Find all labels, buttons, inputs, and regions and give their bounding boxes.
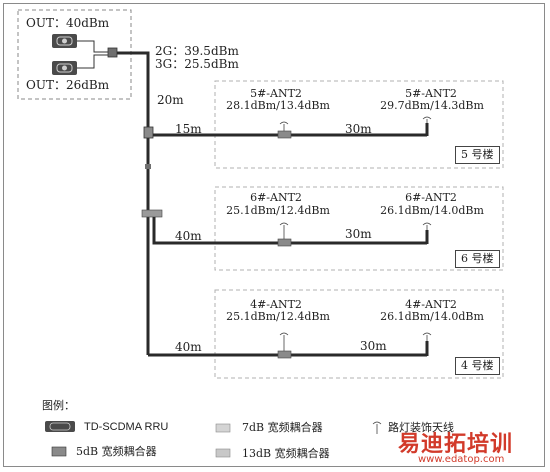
legend-5db-label: 5dB 宽频耦合器 xyxy=(76,445,157,458)
cable-trunk-length: 20m xyxy=(157,93,184,107)
antenna-icon-b6-2 xyxy=(422,222,432,230)
legend-antenna-label: 路灯装饰天线 xyxy=(388,421,454,434)
cable-b5-second-length: 30m xyxy=(345,122,372,136)
antenna-icon-b4-1 xyxy=(279,332,289,351)
combiner xyxy=(107,47,118,58)
cable-b6-second-length: 30m xyxy=(345,227,372,241)
antenna-icon-b5-1 xyxy=(279,121,289,131)
b6-ant1-power: 25.1dBm/12.4dBm xyxy=(226,204,330,217)
b6-ant1-name: 6#-ANT2 xyxy=(250,191,302,204)
antenna-icon-b4-2 xyxy=(422,332,432,341)
rru-bottom-icon xyxy=(52,61,77,75)
building-4-label: 4 号楼 xyxy=(455,357,500,375)
rru-top-icon xyxy=(52,34,77,48)
trunk-cable xyxy=(117,51,150,355)
rru-bottom-feed xyxy=(77,54,108,69)
building-5-box xyxy=(214,80,504,169)
diagram-frame xyxy=(3,3,545,467)
b5-ant1-power: 28.1dBm/13.4dBm xyxy=(226,99,330,112)
coupler-b4-mid xyxy=(277,350,292,359)
legend-5db-icon xyxy=(51,446,67,457)
coupler-b6-mid xyxy=(277,238,292,247)
legend-rru-label: TD-SCDMA RRU xyxy=(84,421,169,433)
cable-b4-second-length: 30m xyxy=(360,339,387,353)
b5-ant2-name: 5#-ANT2 xyxy=(405,87,457,100)
b6-ant2-power: 26.1dBm/14.0dBm xyxy=(380,204,484,217)
rru-top-label: OUT：40dBm xyxy=(26,16,110,30)
legend-13db-icon xyxy=(215,448,231,458)
legend-rru-icon xyxy=(45,421,75,432)
antenna-icon-b5-2 xyxy=(422,116,432,123)
watermark-brand: 易迪拓培训 xyxy=(398,432,514,457)
building-6-label: 6 号楼 xyxy=(455,250,500,268)
watermark-url: www.edatop.com xyxy=(418,454,505,465)
legend-7db-icon xyxy=(215,423,231,433)
b4-ant1-name: 4#-ANT2 xyxy=(250,298,302,311)
cable-b4-first-length: 40m xyxy=(175,340,202,354)
b4-ant2-name: 4#-ANT2 xyxy=(405,298,457,311)
b4-ant1-power: 25.1dBm/12.4dBm xyxy=(226,310,330,323)
b5-ant2-power: 29.7dBm/14.3dBm xyxy=(380,99,484,112)
cable-b6-first-length: 40m xyxy=(175,229,202,243)
output-3g-label: 3G：25.5dBm xyxy=(155,57,239,71)
antenna-icon-b6-1 xyxy=(279,222,289,239)
building-6-box xyxy=(214,186,504,271)
output-2g-label: 2G：39.5dBm xyxy=(155,44,239,58)
b5-ant1-name: 5#-ANT2 xyxy=(250,87,302,100)
building-5-label: 5 号楼 xyxy=(455,146,500,164)
rru-top-feed xyxy=(77,40,108,53)
legend-7db-label: 7dB 宽频耦合器 xyxy=(242,421,323,434)
building-4-box xyxy=(214,289,504,379)
trunk-marker xyxy=(145,164,151,169)
b4-ant2-power: 26.1dBm/14.0dBm xyxy=(380,310,484,323)
rru-bottom-label: OUT：26dBm xyxy=(26,78,110,92)
legend-13db-label: 13dB 宽频耦合器 xyxy=(242,447,330,460)
coupler-b6 xyxy=(141,209,163,218)
legend-title: 图例： xyxy=(42,399,75,412)
coupler-b5-mid xyxy=(277,130,292,139)
cable-b5-first-length: 15m xyxy=(175,122,202,136)
b6-ant2-name: 6#-ANT2 xyxy=(405,191,457,204)
legend-antenna-icon xyxy=(372,421,382,434)
coupler-b5 xyxy=(143,126,154,139)
